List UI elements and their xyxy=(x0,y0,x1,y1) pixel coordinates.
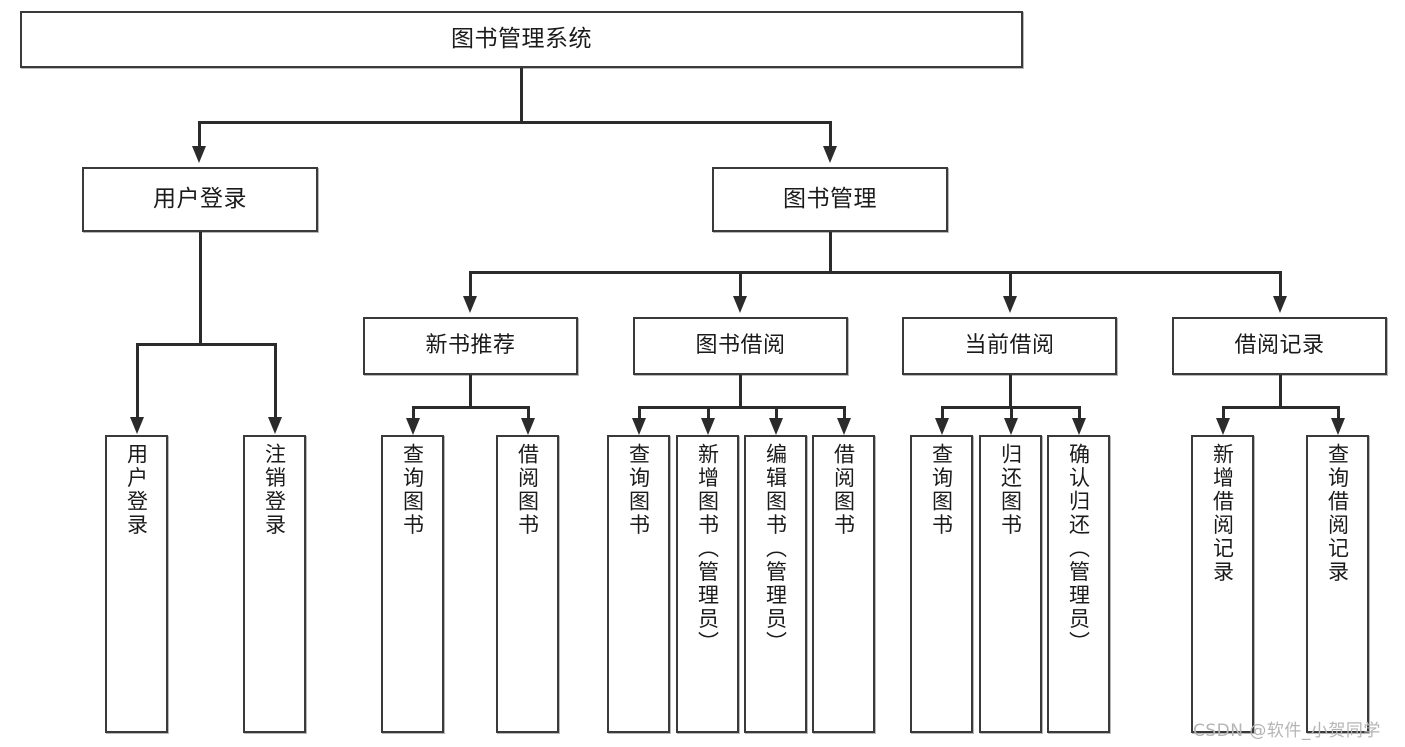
connector-user-login-trunk xyxy=(199,232,202,344)
connector-bb-drop-2 xyxy=(707,406,710,418)
node-root-book-management-system[interactable]: 图书管理系统 xyxy=(20,11,1023,68)
arrowhead-icon-cb-leaf-1 xyxy=(935,418,949,435)
arrowhead-icon-to-new-book-recommend xyxy=(463,296,477,313)
leaf-new-book-borrow[interactable]: 借阅图书 xyxy=(496,435,559,733)
arrowhead-icon-to-book-borrow xyxy=(733,296,747,313)
connector-root-drop-2 xyxy=(829,121,832,146)
arrowhead-icon-to-user-login xyxy=(192,146,206,163)
connector-nbr-drop-2 xyxy=(527,406,530,418)
node-label: 编辑图书（管理员） xyxy=(763,443,788,655)
connector-bm-drop-4 xyxy=(1279,271,1282,296)
connector-book-management-bus xyxy=(469,271,1281,274)
connector-bb-drop-3 xyxy=(775,406,778,418)
connector-cb-trunk xyxy=(1009,375,1012,407)
node-label: 注销登录 xyxy=(262,443,287,537)
leaf-book-borrow-add[interactable]: 新增图书（管理员） xyxy=(676,435,739,733)
leaf-user-login-login[interactable]: 用户登录 xyxy=(105,435,168,733)
node-book-borrow[interactable]: 图书借阅 xyxy=(633,317,848,375)
connector-book-management-trunk xyxy=(829,232,832,272)
leaf-book-borrow-edit[interactable]: 编辑图书（管理员） xyxy=(744,435,807,733)
arrowhead-icon-user-login-leaf-2 xyxy=(268,417,282,434)
leaf-borrow-record-add[interactable]: 新增借阅记录 xyxy=(1191,435,1254,733)
arrowhead-icon-to-current-borrow xyxy=(1003,296,1017,313)
leaf-new-book-query[interactable]: 查询图书 xyxy=(381,435,444,733)
connector-bb-trunk xyxy=(739,375,742,407)
connector-cb-drop-2 xyxy=(1010,406,1013,418)
arrowhead-icon-bb-leaf-2 xyxy=(701,418,715,435)
node-label: 借阅图书 xyxy=(831,443,856,537)
connector-nbr-drop-1 xyxy=(412,406,415,418)
connector-br-bus xyxy=(1222,406,1339,409)
node-label: 查询图书 xyxy=(626,443,651,537)
node-label: 当前借阅 xyxy=(964,333,1055,359)
node-label: 查询图书 xyxy=(929,443,954,537)
connector-user-login-bus xyxy=(136,343,276,346)
leaf-user-login-logout[interactable]: 注销登录 xyxy=(243,435,306,733)
connector-root-trunk xyxy=(520,68,523,122)
node-label: 新增借阅记录 xyxy=(1210,443,1235,584)
connector-bb-bus xyxy=(638,406,846,409)
arrowhead-icon-to-book-management xyxy=(823,146,837,163)
connector-cb-drop-1 xyxy=(941,406,944,418)
connector-cb-drop-3 xyxy=(1078,406,1081,418)
node-user-login[interactable]: 用户登录 xyxy=(82,167,318,232)
arrowhead-icon-to-borrow-record xyxy=(1273,296,1287,313)
arrowhead-icon-user-login-leaf-1 xyxy=(130,417,144,434)
node-label: 新增图书（管理员） xyxy=(695,443,720,655)
leaf-book-borrow-borrow[interactable]: 借阅图书 xyxy=(812,435,875,733)
connector-root-drop-1 xyxy=(198,121,201,146)
connector-br-drop-2 xyxy=(1337,406,1340,418)
connector-bm-drop-2 xyxy=(739,271,742,296)
node-label: 图书借阅 xyxy=(695,333,786,359)
node-borrow-record[interactable]: 借阅记录 xyxy=(1172,317,1387,375)
leaf-current-borrow-return[interactable]: 归还图书 xyxy=(979,435,1042,733)
node-label: 借阅记录 xyxy=(1234,333,1325,359)
connector-br-drop-1 xyxy=(1222,406,1225,418)
arrowhead-icon-br-leaf-2 xyxy=(1331,418,1345,435)
arrowhead-icon-bb-leaf-3 xyxy=(769,418,783,435)
connector-root-bus xyxy=(198,121,832,124)
node-label: 归还图书 xyxy=(998,443,1023,537)
leaf-current-borrow-confirm-return[interactable]: 确认归还（管理员） xyxy=(1047,435,1110,733)
node-label: 查询借阅记录 xyxy=(1325,443,1350,584)
node-label: 查询图书 xyxy=(400,443,425,537)
node-label: 借阅图书 xyxy=(515,443,540,537)
connector-user-login-drop-2 xyxy=(274,343,277,417)
arrowhead-icon-nbr-leaf-2 xyxy=(521,418,535,435)
node-new-book-recommend[interactable]: 新书推荐 xyxy=(363,317,578,375)
arrowhead-icon-cb-leaf-2 xyxy=(1004,418,1018,435)
connector-bm-drop-3 xyxy=(1009,271,1012,296)
node-label: 用户登录 xyxy=(153,185,247,212)
connector-bb-drop-4 xyxy=(843,406,846,418)
node-label: 新书推荐 xyxy=(425,333,516,359)
node-book-management[interactable]: 图书管理 xyxy=(712,167,948,232)
node-current-borrow[interactable]: 当前借阅 xyxy=(902,317,1117,375)
leaf-book-borrow-query[interactable]: 查询图书 xyxy=(607,435,670,733)
arrowhead-icon-cb-leaf-3 xyxy=(1072,418,1086,435)
connector-nbr-bus xyxy=(412,406,529,409)
connector-user-login-drop-1 xyxy=(136,343,139,417)
node-label: 图书管理系统 xyxy=(451,25,592,52)
arrowhead-icon-br-leaf-1 xyxy=(1216,418,1230,435)
arrowhead-icon-bb-leaf-4 xyxy=(837,418,851,435)
node-label: 确认归还（管理员） xyxy=(1066,443,1091,655)
node-label: 图书管理 xyxy=(783,185,877,212)
leaf-current-borrow-query[interactable]: 查询图书 xyxy=(910,435,973,733)
arrowhead-icon-bb-leaf-1 xyxy=(632,418,646,435)
arrowhead-icon-nbr-leaf-1 xyxy=(406,418,420,435)
connector-br-trunk xyxy=(1279,375,1282,407)
connector-bm-drop-1 xyxy=(469,271,472,296)
connector-nbr-trunk xyxy=(469,375,472,407)
node-label: 用户登录 xyxy=(124,443,149,537)
connector-bb-drop-1 xyxy=(638,406,641,418)
leaf-borrow-record-query[interactable]: 查询借阅记录 xyxy=(1306,435,1369,733)
